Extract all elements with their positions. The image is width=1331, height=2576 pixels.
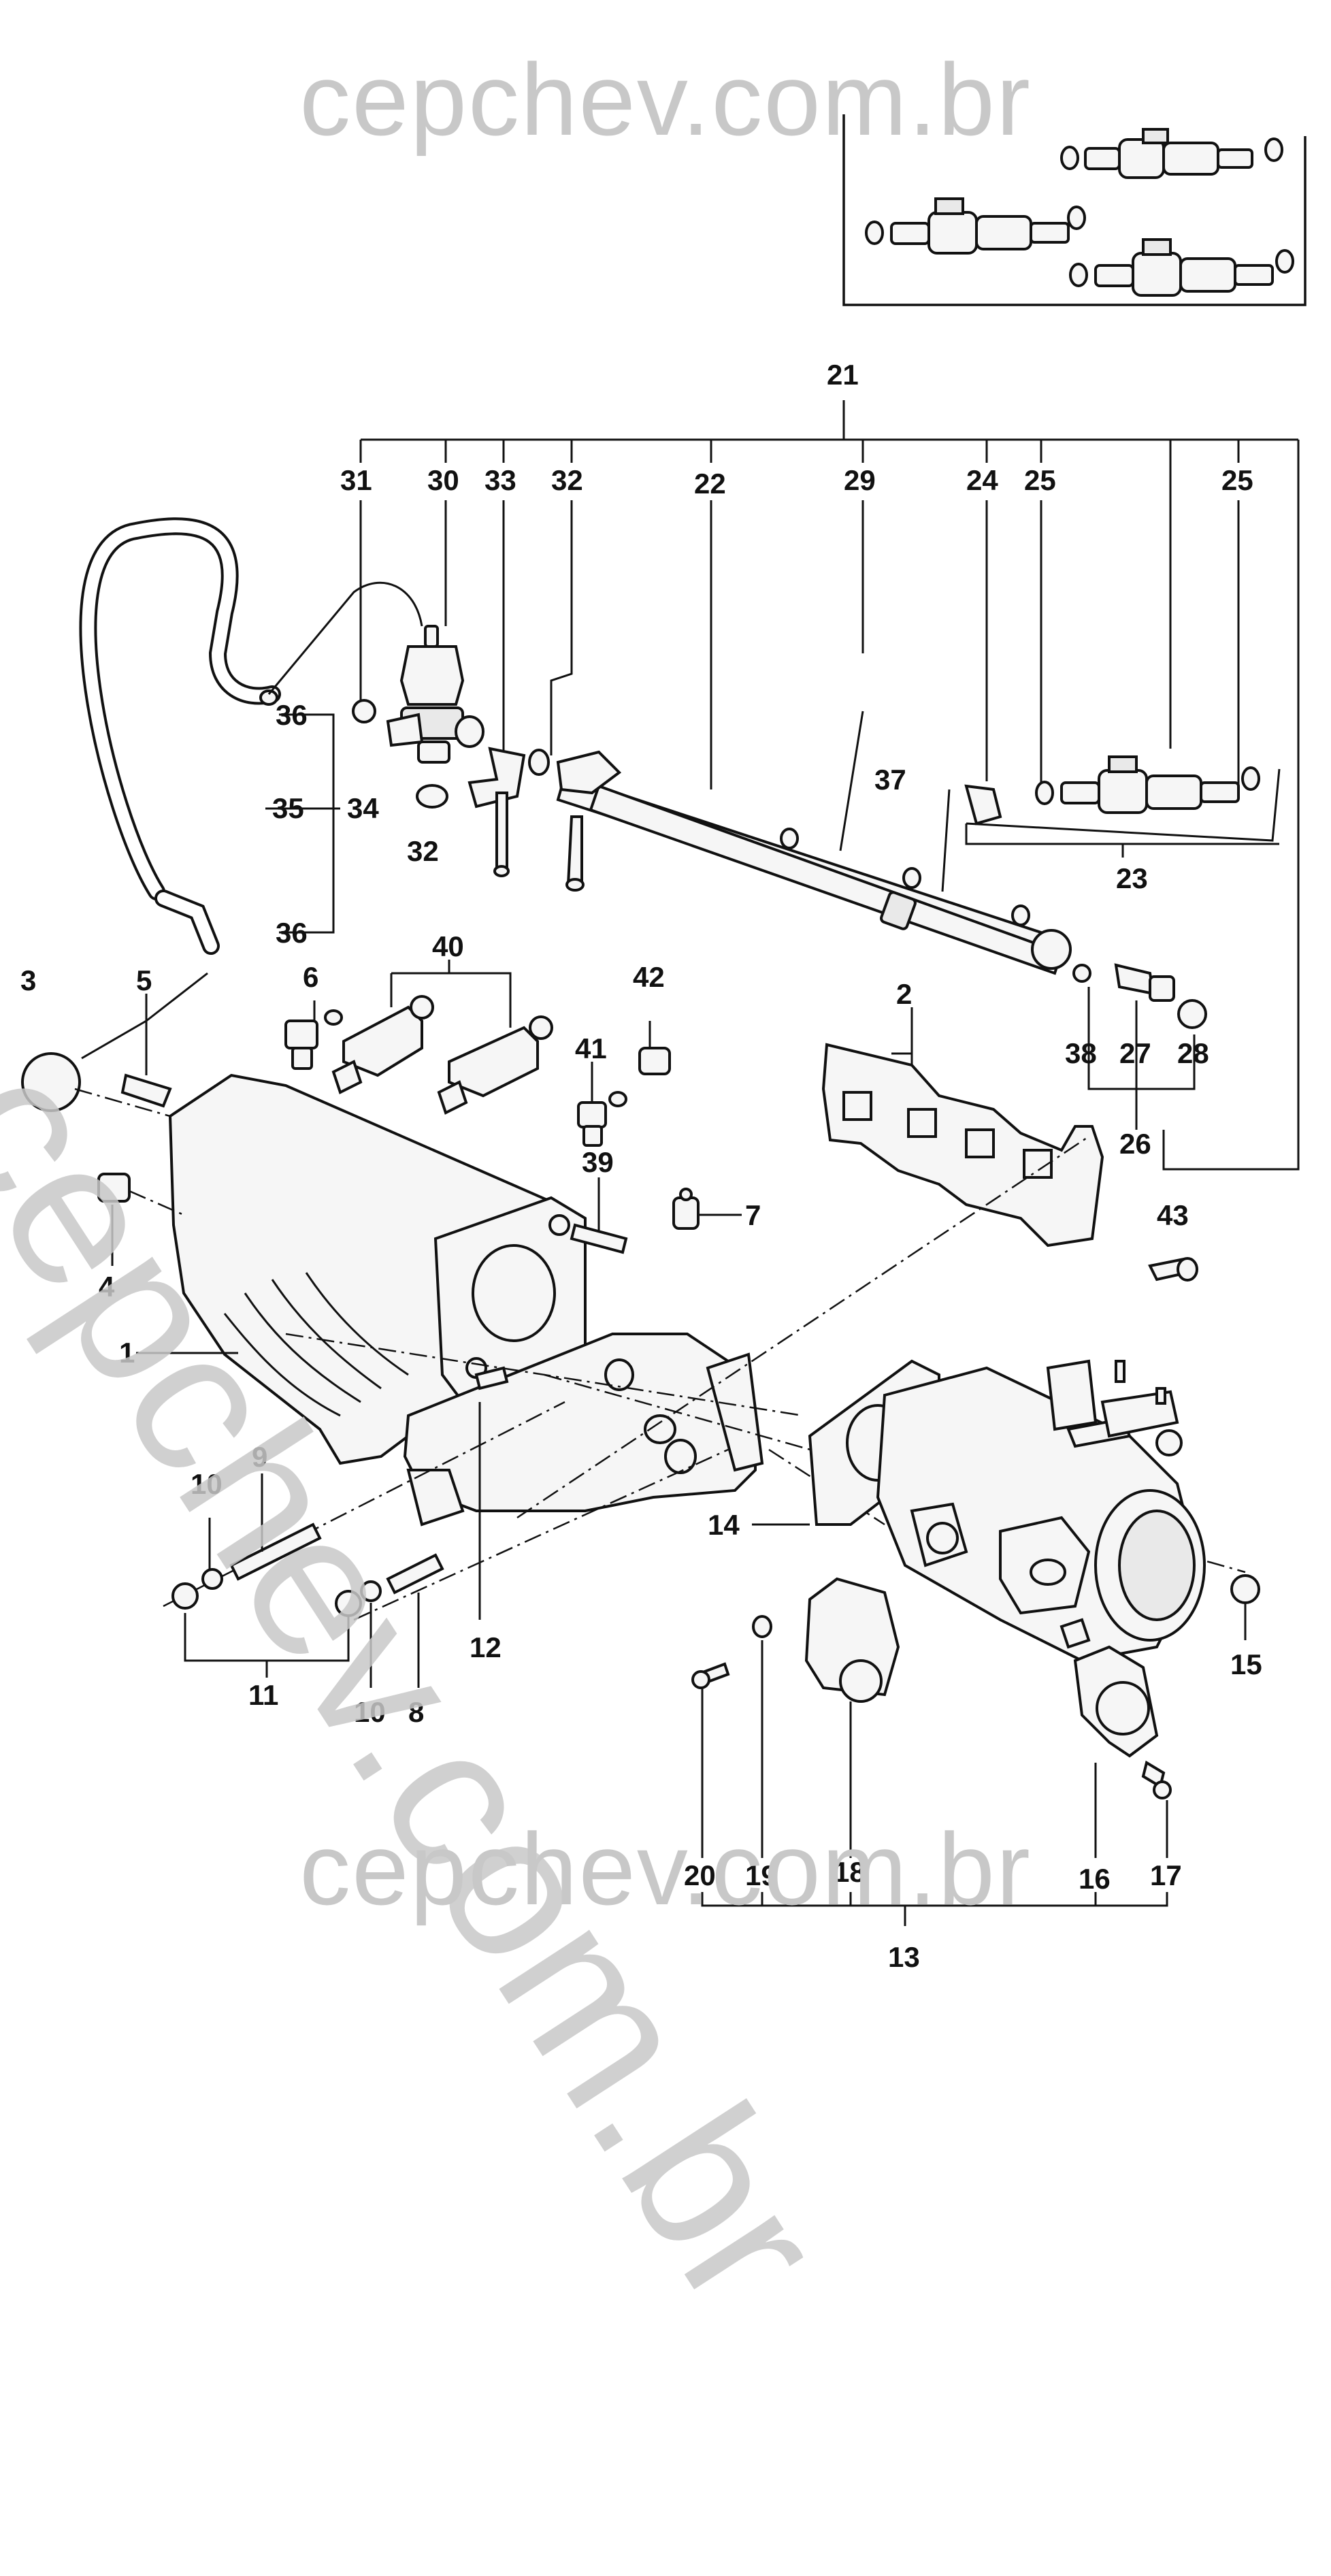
label-20: 20 [684, 1859, 716, 1891]
label-14: 14 [708, 1509, 740, 1541]
idle-air-valve [1073, 1645, 1159, 1858]
label-2: 2 [896, 978, 912, 1010]
label-15: 15 [1230, 1648, 1262, 1680]
label-17: 17 [1150, 1859, 1182, 1891]
label-24: 24 [966, 464, 998, 496]
label-3: 3 [20, 964, 36, 996]
rail-end-fittings [1072, 963, 1207, 1029]
sensor-40-b [437, 1015, 553, 1115]
sensor-6 [284, 1000, 343, 1070]
watermark-bottom: cepchev.com.br [299, 1812, 1032, 1926]
label-1: 1 [119, 1337, 135, 1369]
fuel-rail [556, 750, 1072, 975]
inset-injector-left [865, 197, 1086, 255]
label-38: 38 [1065, 1037, 1097, 1069]
label-27: 27 [1119, 1037, 1151, 1069]
label-32a: 32 [551, 464, 583, 496]
screw-20 [691, 1662, 730, 1858]
label-4: 4 [99, 1271, 115, 1303]
nut-15 [1230, 1574, 1260, 1640]
throttle-position-sensor [804, 1577, 900, 1858]
washer-19 [752, 1615, 772, 1858]
pressure-regulator [352, 625, 550, 809]
label-25a: 25 [1024, 464, 1056, 496]
cap-42 [638, 1021, 671, 1075]
label-11: 11 [248, 1679, 278, 1711]
group-bracket-21 [359, 400, 1300, 1171]
intake-manifold [168, 1073, 764, 1527]
label-6: 6 [303, 961, 318, 993]
label-34: 34 [347, 792, 379, 824]
stud-8 [386, 1553, 444, 1688]
label-16: 16 [1079, 1863, 1111, 1895]
part-labels: 1 2 3 4 5 6 7 8 9 10 10 11 12 13 14 15 1… [20, 359, 1262, 1973]
label-19: 19 [745, 1859, 777, 1891]
label-21: 21 [827, 359, 859, 391]
injector-main [964, 755, 1260, 826]
label-18: 18 [834, 1856, 866, 1888]
bolt-43 [1148, 1257, 1198, 1282]
watermark-top: cepchev.com.br [299, 42, 1032, 157]
label-33: 33 [484, 464, 516, 496]
label-32b: 32 [407, 835, 439, 867]
inset-injector-upper [1060, 128, 1283, 179]
plug-3 [21, 1052, 81, 1112]
label-10b: 10 [354, 1696, 386, 1728]
nut-washer-right [335, 1580, 382, 1688]
pin-5 [74, 972, 208, 1118]
sensor-7 [672, 1188, 735, 1230]
group-bracket-11 [184, 1613, 350, 1678]
label-10a: 10 [191, 1468, 223, 1500]
label-29: 29 [844, 464, 876, 496]
screw-17 [1141, 1760, 1172, 1858]
label-42: 42 [633, 961, 665, 993]
leaders-lower [136, 1052, 912, 1526]
label-39: 39 [582, 1146, 614, 1178]
group-bracket-26 [1087, 987, 1196, 1130]
label-41: 41 [575, 1032, 607, 1064]
stud-39 [570, 1177, 628, 1254]
bracket-40 [390, 960, 512, 1028]
sensor-40-a [331, 995, 434, 1094]
label-43: 43 [1157, 1199, 1189, 1231]
stud-12 [474, 1366, 509, 1620]
label-40: 40 [432, 930, 464, 962]
throttle-body [876, 1359, 1206, 1663]
label-31: 31 [340, 464, 372, 496]
plug-4 [97, 1173, 184, 1266]
label-5: 5 [136, 964, 152, 996]
label-9: 9 [252, 1441, 267, 1473]
label-37: 37 [874, 764, 906, 796]
injector-inset [842, 114, 1307, 306]
label-30: 30 [427, 464, 459, 496]
label-25b: 25 [1221, 464, 1253, 496]
sensor-41 [577, 1062, 627, 1147]
vacuum-hose [79, 517, 423, 955]
label-36a: 36 [276, 699, 308, 731]
manifold-gasket [821, 1007, 1104, 1248]
group-bracket-34 [265, 713, 340, 934]
label-23: 23 [1116, 862, 1148, 894]
label-26: 26 [1119, 1128, 1151, 1160]
label-36b: 36 [276, 917, 308, 949]
label-13: 13 [888, 1941, 920, 1973]
label-35: 35 [272, 792, 304, 824]
label-28: 28 [1177, 1037, 1209, 1069]
leaders-upper [359, 500, 1281, 892]
inset-injector-right [1069, 238, 1294, 297]
group-bracket-13 [701, 1892, 1168, 1926]
label-12: 12 [470, 1631, 502, 1663]
nut-washer-left [171, 1518, 223, 1610]
label-8: 8 [408, 1696, 424, 1728]
exploded-parts-diagram: 1 2 3 4 5 6 7 8 9 10 10 11 12 13 14 15 1… [20, 114, 1307, 1973]
label-7: 7 [745, 1199, 761, 1231]
stud-9 [229, 1473, 322, 1581]
label-22: 22 [694, 468, 726, 500]
fuel-line-bracket [467, 747, 526, 877]
